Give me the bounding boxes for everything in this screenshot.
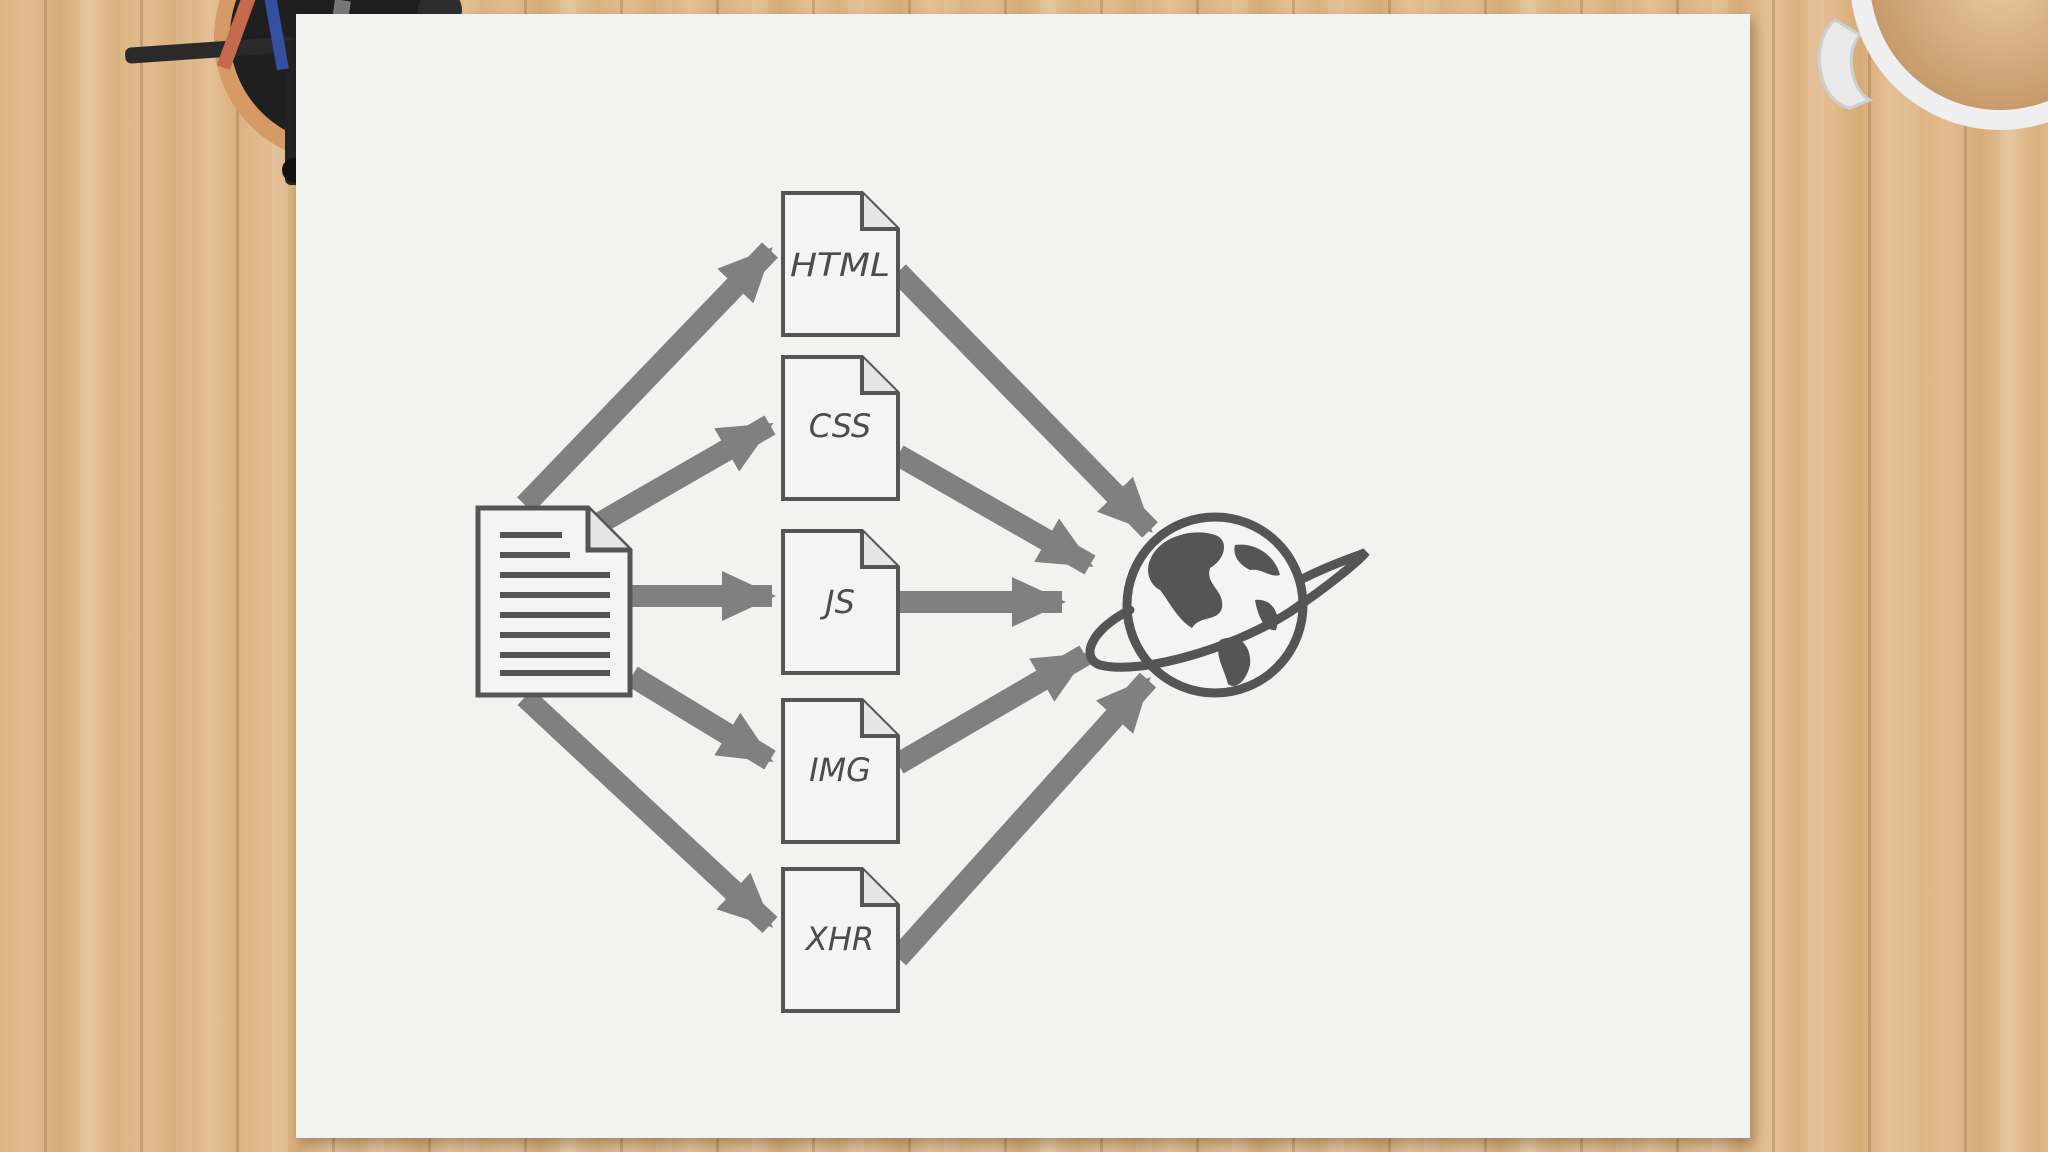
document-icon — [475, 505, 633, 698]
arrow-doc-to-xhr — [517, 688, 778, 934]
arrow-css-to-globe — [892, 445, 1096, 575]
coffee-mug-icon — [1817, 0, 2048, 130]
arrow-doc-to-html — [517, 242, 778, 513]
file-label-html: HTML — [790, 246, 890, 284]
file-label-js: JS — [819, 583, 855, 621]
file-label-img: IMG — [809, 751, 871, 789]
file-box-xhr: XHR — [781, 867, 900, 1013]
file-label-css: CSS — [809, 407, 871, 445]
arrows-source-to-files — [517, 242, 778, 934]
file-box-js: JS — [781, 529, 900, 675]
arrow-img-to-globe — [892, 645, 1091, 774]
file-box-img: IMG — [781, 698, 900, 844]
file-box-html: HTML — [781, 191, 900, 337]
arrow-doc-to-css — [594, 415, 776, 533]
globe-icon — [1085, 512, 1370, 698]
arrows-files-to-globe — [889, 264, 1158, 966]
file-label-xhr: XHR — [804, 920, 874, 958]
arrow-html-to-globe — [890, 264, 1158, 538]
arrow-doc-to-img — [626, 666, 776, 770]
arrow-xhr-to-globe — [889, 672, 1157, 966]
file-box-css: CSS — [781, 355, 900, 501]
